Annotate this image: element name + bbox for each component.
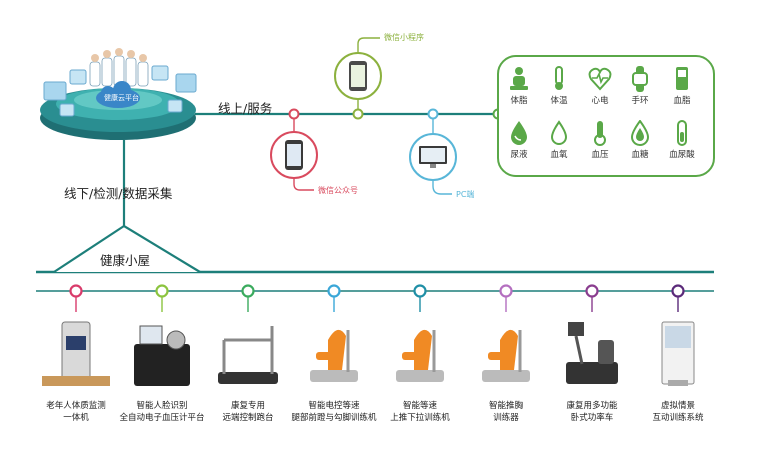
device-caption-line1: 虚拟情景	[660, 401, 695, 411]
device-node	[671, 284, 685, 298]
pressure-gauge-icon	[594, 121, 606, 146]
sensor-item: 血糖	[620, 120, 660, 160]
device-caption-line2: 卧式功率车	[570, 413, 614, 423]
sensor-item: 尿液	[499, 120, 539, 160]
wechat-official-circle	[270, 131, 318, 179]
sensor-label: 尿液	[510, 150, 528, 160]
device-caption-line2: 互动训练系统	[652, 413, 704, 423]
device-caption: 智能推胸训练器	[463, 400, 549, 424]
device-image	[482, 329, 530, 382]
device-caption-line2: 上推下拉训练机	[390, 413, 450, 423]
device-caption: 老年人体质监测一体机	[33, 400, 119, 424]
device-caption-line2: 一体机	[63, 413, 89, 423]
sensor-item: 血脂	[662, 66, 702, 106]
device-image	[661, 321, 695, 386]
device-caption: 康复专用远端控制跑台	[205, 400, 291, 424]
device-node	[585, 284, 599, 298]
oxygen-drop-icon	[550, 120, 568, 145]
device-image	[566, 322, 618, 384]
device-nodes	[69, 284, 685, 312]
sensor-label: 体脂	[510, 96, 528, 106]
device-caption-line1: 康复专用	[230, 401, 265, 411]
health-hut-label: 健康小屋	[100, 253, 151, 268]
sensor-label: 体温	[550, 96, 568, 106]
device-caption: 虚拟情景互动训练系统	[635, 400, 721, 424]
device-caption: 智能等速上推下拉训练机	[377, 400, 463, 424]
sensor-item: 血尿酸	[662, 120, 702, 160]
device-caption-line2: 腿部前蹬与勾脚训练机	[291, 413, 377, 423]
device-node	[327, 284, 341, 298]
device-caption: 智能电控等速腿部前蹬与勾脚训练机	[291, 400, 377, 424]
device-caption-line2: 远端控制跑台	[222, 413, 274, 423]
device-caption: 康复用多功能卧式功率车	[549, 400, 635, 424]
device-image	[218, 326, 278, 384]
sensor-item: 血压	[580, 120, 620, 160]
heart-ecg-icon	[588, 67, 612, 91]
device-node	[413, 284, 427, 298]
wechat-mini-circle	[334, 52, 382, 100]
health-hut-roof	[53, 224, 201, 273]
wristband-icon	[632, 66, 648, 92]
device-caption-line1: 老年人体质监测	[46, 401, 106, 411]
uric-tube-icon	[677, 120, 687, 146]
pc-circle	[409, 133, 457, 181]
sensor-item: 手环	[620, 66, 660, 106]
sensor-label: 血脂	[673, 96, 691, 106]
device-image	[134, 325, 190, 386]
device-node	[241, 284, 255, 298]
sensor-label: 心电	[591, 96, 609, 106]
sensor-item: 血氧	[539, 120, 579, 160]
sensor-label: 血压	[591, 150, 609, 160]
sensor-label: 血氧	[550, 150, 568, 160]
device-caption-line1: 智能电控等速	[308, 401, 360, 411]
device-caption-line1: 智能人脸识别	[136, 401, 188, 411]
person-icon	[510, 67, 528, 90]
device-node	[155, 284, 169, 298]
device-caption-line2: 全自动电子血压计平台	[119, 413, 205, 423]
thermometer-icon	[555, 66, 563, 90]
online-service-label: 线上/服务	[218, 101, 273, 116]
device-caption-line1: 智能等速	[402, 401, 437, 411]
device-image	[310, 329, 358, 382]
sensor-label: 血糖	[631, 150, 649, 160]
device-caption: 智能人脸识别全自动电子血压计平台	[119, 400, 205, 424]
device-image	[396, 329, 444, 382]
sensor-item: 体温	[539, 66, 579, 106]
pc-label: PC端	[456, 190, 475, 199]
offline-collection-label: 线下/检测/数据采集	[64, 186, 173, 201]
device-image	[42, 321, 110, 386]
glucose-drop-icon	[630, 120, 650, 146]
urine-drop-icon	[511, 121, 527, 145]
device-caption-line1: 康复用多功能	[566, 401, 618, 411]
device-node	[69, 284, 83, 298]
sensor-label: 血尿酸	[669, 150, 695, 160]
device-caption-line1: 智能推胸	[488, 401, 523, 411]
device-images	[42, 321, 695, 386]
sensor-box	[497, 55, 715, 177]
wechat-official-label: 微信公众号	[318, 186, 358, 195]
device-node	[499, 284, 513, 298]
cloud-platform-illustration	[40, 48, 197, 140]
device-caption-line2: 训练器	[493, 413, 519, 423]
cloud-platform-label: 健康云平台	[104, 94, 139, 102]
sensor-item: 心电	[580, 66, 620, 106]
wechat-mini-label: 微信小程序	[384, 33, 424, 42]
sensor-item: 体脂	[499, 66, 539, 106]
lipid-meter-icon	[676, 67, 688, 90]
cloud-icon	[96, 81, 140, 108]
sensor-label: 手环	[631, 96, 649, 106]
